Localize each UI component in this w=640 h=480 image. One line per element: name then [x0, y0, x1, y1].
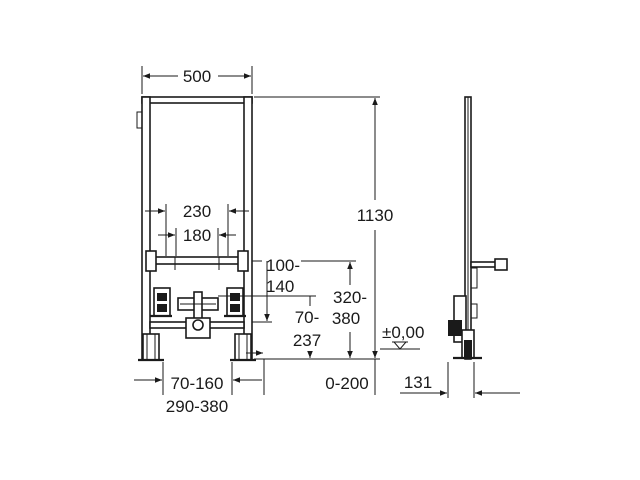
water-inlet: [177, 291, 219, 339]
side-view: [448, 96, 508, 360]
label-outer-spacing: 230: [183, 202, 211, 221]
dim-inner-spacing: 180: [158, 226, 236, 256]
dim-fixing-height: 320- 380: [301, 260, 367, 358]
label-leg-adjust: 0-200: [325, 374, 368, 393]
dim-leg-adjust: 0-200: [246, 350, 376, 395]
label-bracket-height-a: 100-: [266, 256, 300, 275]
front-frame: [136, 96, 256, 362]
bracket-left: [150, 287, 172, 318]
label-depth: 131: [404, 373, 432, 392]
side-clip: [136, 111, 143, 129]
label-foot-range-a: 70-160: [171, 374, 224, 393]
label-inlet-height-b: 237: [293, 331, 321, 350]
right-post: [243, 96, 253, 360]
label-height: 1130: [357, 206, 394, 225]
label-fixing-height-b: 380: [332, 309, 360, 328]
dim-outer-spacing: 230: [145, 202, 249, 256]
rail-bracket-right: [237, 250, 249, 272]
dim-width: 500: [141, 66, 253, 94]
label-fixing-height-a: 320-: [333, 288, 367, 307]
left-post: [141, 96, 151, 360]
floor-level-marker: ±0,00: [380, 323, 424, 350]
rail-bracket-left: [145, 250, 157, 272]
label-width: 500: [183, 67, 211, 86]
label-inner-spacing: 180: [183, 226, 211, 245]
label-bracket-height-b: 140: [266, 277, 294, 296]
dim-depth: 131: [400, 362, 520, 398]
label-inlet-height-a: 70-: [295, 308, 320, 327]
top-rail: [141, 96, 253, 104]
dim-bracket-height: 100- 140: [252, 256, 300, 323]
foot-left: [142, 333, 160, 361]
label-zero-level: ±0,00: [382, 323, 424, 342]
dim-height: 1130: [254, 96, 394, 360]
dim-foot-range: 70-160 290-380: [134, 362, 262, 416]
dim-inlet-height: 70- 237: [218, 295, 321, 358]
bracket-right: [224, 287, 246, 318]
foot-right: [234, 333, 252, 361]
label-foot-range-b: 290-380: [166, 397, 228, 416]
mid-rail: [149, 256, 245, 265]
